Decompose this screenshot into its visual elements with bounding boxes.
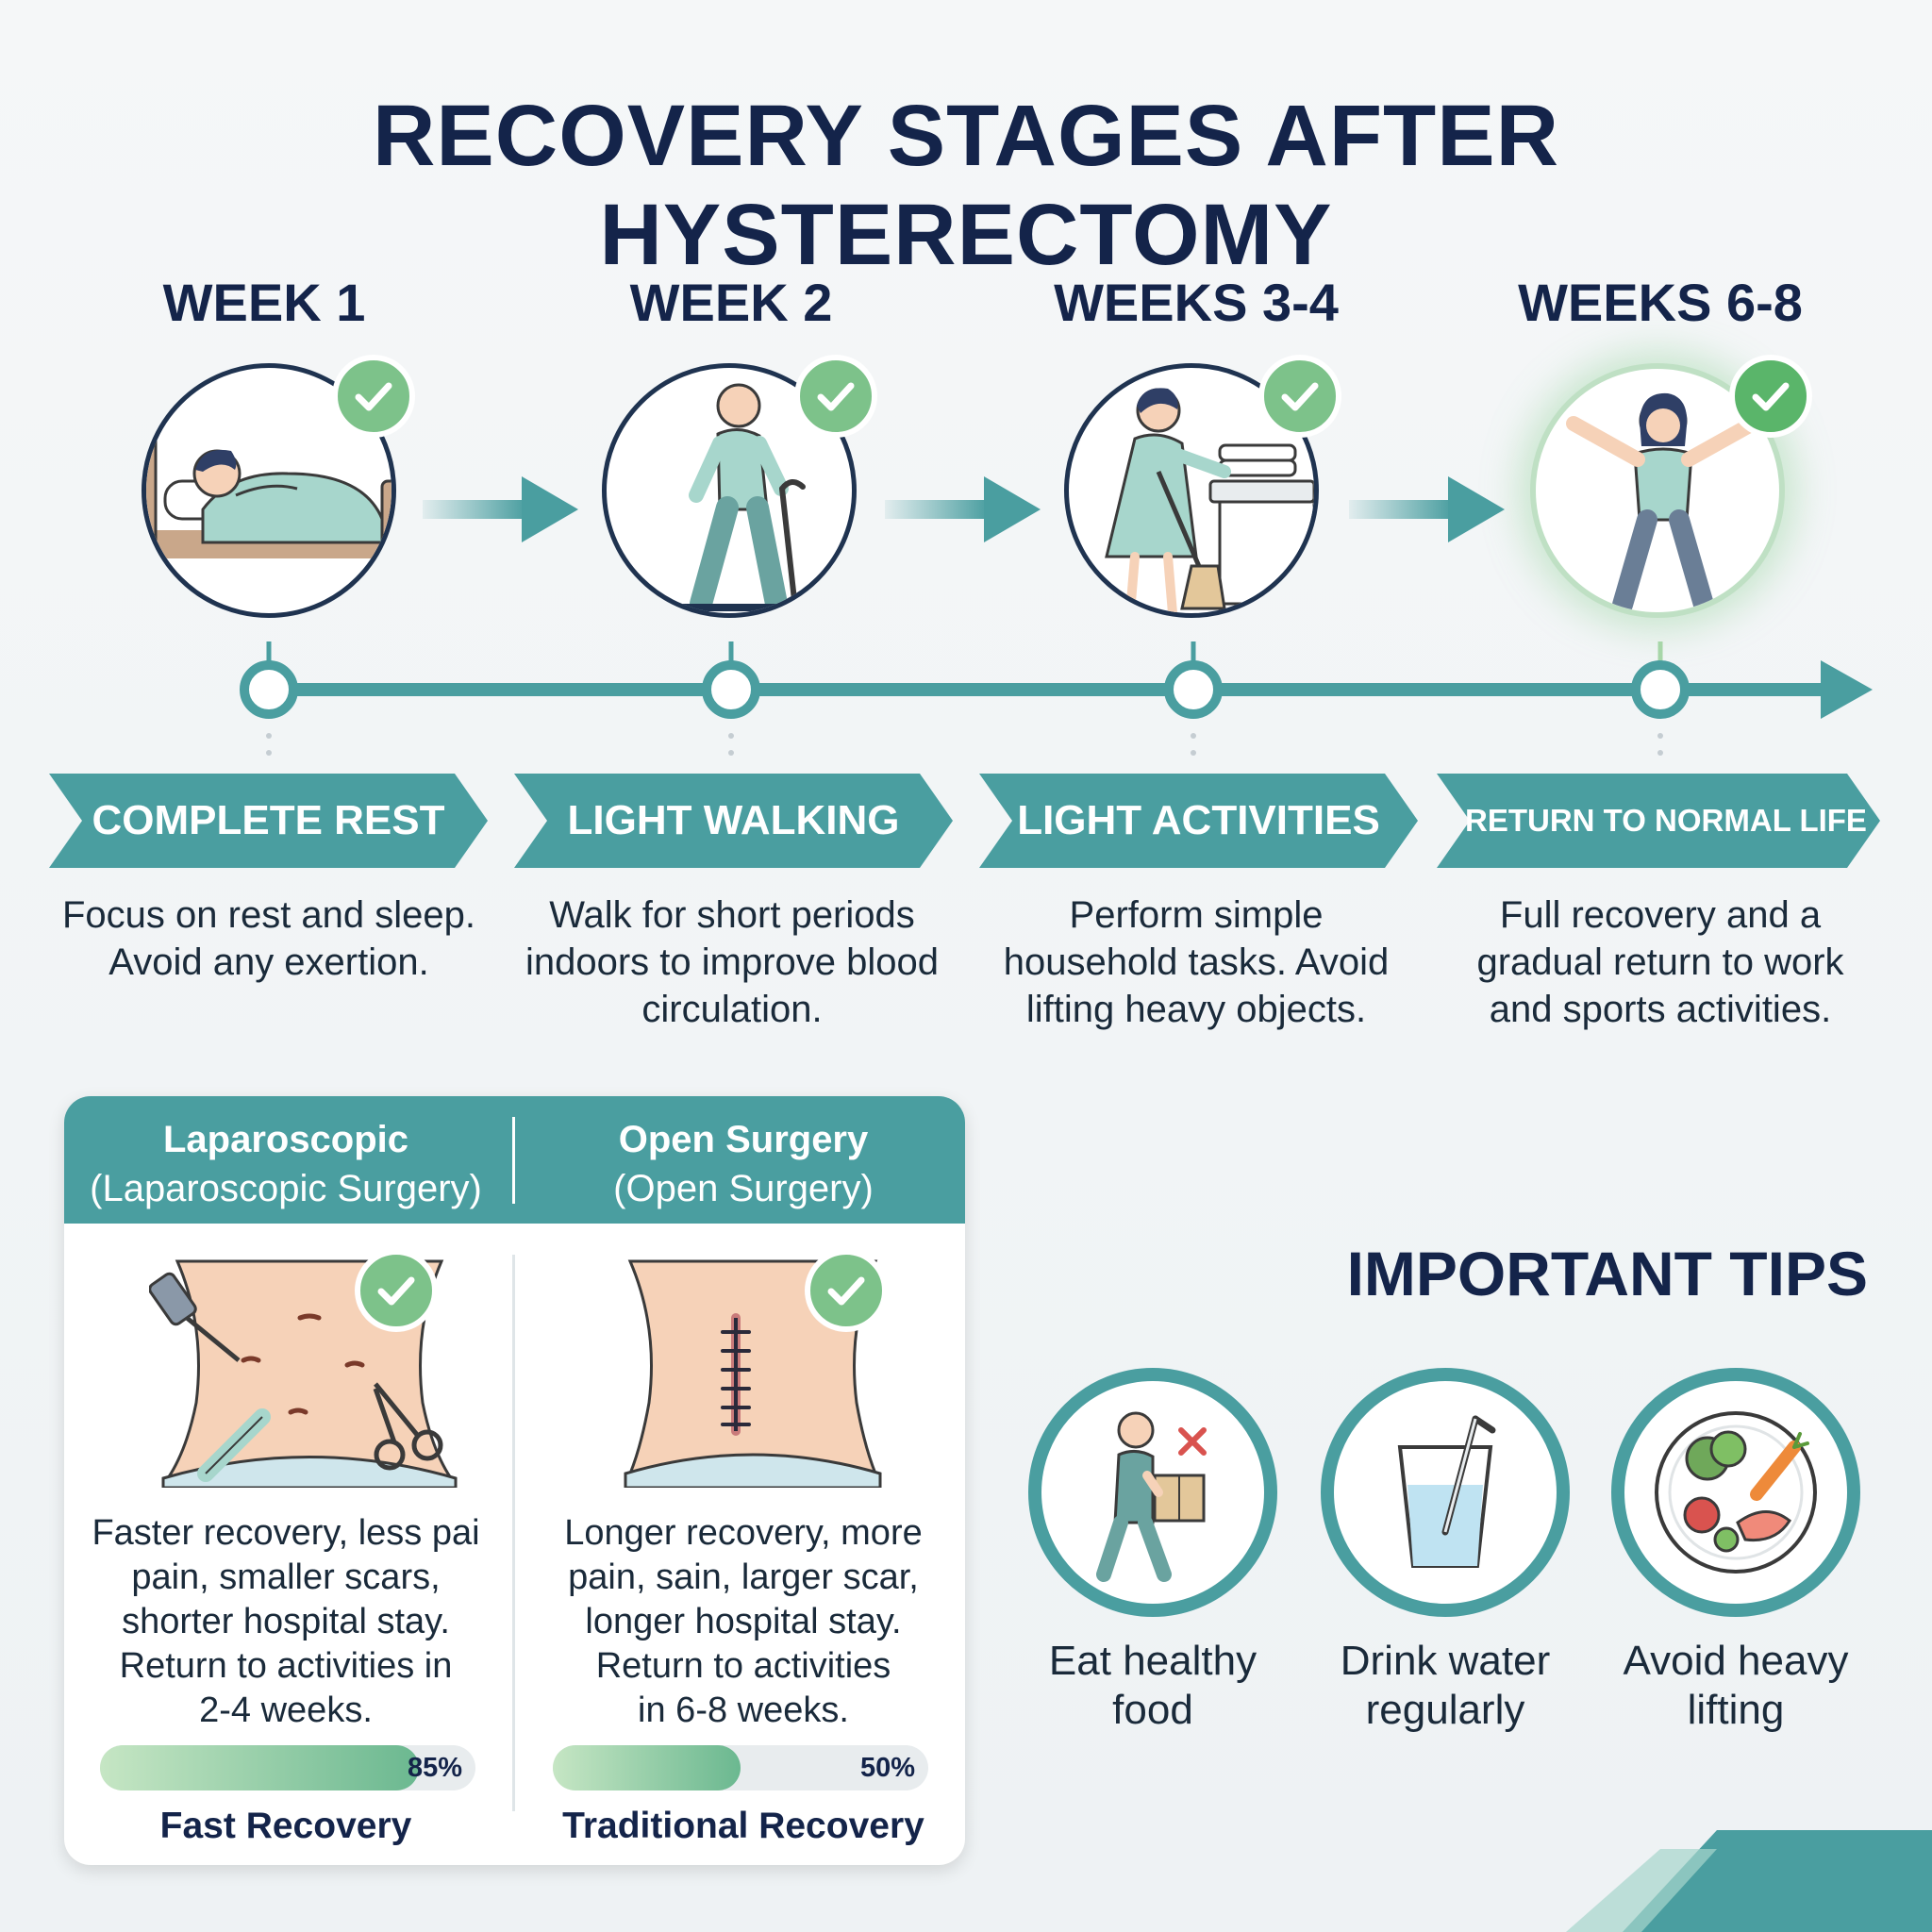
open-surgery-line: longer hospital stay. — [585, 1602, 902, 1641]
comparison-header: Laparoscopic (Laparoscopic Surgery) Open… — [64, 1096, 965, 1224]
tip-label-2: Drink water regularly — [1304, 1637, 1587, 1735]
laparoscopic-caption: Fast Recovery — [159, 1806, 412, 1846]
stage-heading-weeks-6-8: WEEKS 6-8 — [1518, 273, 1803, 332]
laparoscopic-line: 2-4 weeks. — [199, 1690, 373, 1730]
laparoscopic-check-icon — [355, 1249, 438, 1332]
stage-description-weeks-3-4: Perform simple household tasks. Avoid li… — [1003, 894, 1390, 1030]
celebrating-person-icon — [1566, 392, 1760, 612]
stage-heading-week-1: WEEK 1 — [162, 273, 366, 332]
healthy-plate-icon — [1655, 1411, 1817, 1574]
open-surgery-progress-bar: 50% — [553, 1745, 928, 1790]
timeline — [240, 641, 1873, 756]
household-chores-icon — [1105, 388, 1314, 613]
stage-description-week-1: Focus on rest and sleep. Avoid any exert… — [61, 894, 476, 983]
page-title: RECOVERY STAGES AFTER HYSTERECTOMY — [372, 88, 1560, 283]
laparoscopic-line: pain, smaller scars, — [131, 1557, 441, 1597]
open-surgery-check-icon — [805, 1249, 888, 1332]
open-surgery-subtitle: (Open Surgery) — [613, 1168, 874, 1209]
open-surgery-progress-fill — [553, 1745, 741, 1790]
stage-banner-label: LIGHT ACTIVITIES — [1017, 797, 1380, 843]
tip-label-line: Avoid heavy — [1623, 1638, 1849, 1684]
open-surgery-line: Longer recovery, more — [564, 1513, 923, 1553]
tip-label-line: lifting — [1687, 1687, 1785, 1733]
decorative-corner-shape — [1566, 1830, 1932, 1932]
tip-circle-2 — [1321, 1368, 1570, 1617]
stage-banner-light-activities: LIGHT ACTIVITIES — [979, 774, 1418, 868]
column-divider — [512, 1255, 515, 1811]
stage-banner-light-walking: LIGHT WALKING — [514, 774, 953, 868]
laparoscopic-description: Faster recovery, less pai pain, smaller … — [64, 1511, 508, 1733]
tip-label-line: regularly — [1365, 1687, 1525, 1733]
tip-label-3: Avoid heavy lifting — [1594, 1637, 1877, 1735]
header-divider — [512, 1117, 515, 1204]
open-surgery-line: Return to activities — [595, 1646, 891, 1686]
walking-cane-icon — [625, 383, 842, 613]
laparoscopic-column-title: Laparoscopic (Laparoscopic Surgery) — [64, 1115, 508, 1213]
stage-heading-weeks-3-4: WEEKS 3-4 — [1054, 273, 1339, 332]
stage-banner-label: LIGHT WALKING — [567, 797, 900, 843]
stage-arrow-1-icon — [423, 476, 578, 542]
open-surgery-description: Longer recovery, more pain, sain, larger… — [522, 1511, 965, 1733]
water-glass-icon — [1397, 1415, 1496, 1568]
stage-1-check-icon — [332, 355, 415, 438]
tips-title: IMPORTANT TIPS — [1346, 1239, 1868, 1308]
stage-banner-return-to-normal-life: RETURN TO NORMAL LIFE — [1437, 774, 1880, 868]
open-surgery-caption: Traditional Recovery — [562, 1806, 924, 1846]
stage-description-weeks-6-8: Full recovery and a gradual return to wo… — [1476, 894, 1844, 1030]
tip-label-line: Eat healthy — [1048, 1638, 1257, 1684]
stage-arrow-2-icon — [885, 476, 1041, 542]
laparoscopic-line: Return to activities in — [119, 1646, 453, 1686]
tip-circle-1 — [1028, 1368, 1277, 1617]
laparoscopic-subtitle: (Laparoscopic Surgery) — [90, 1168, 482, 1209]
stage-illustration-weeks-6-8 — [1530, 363, 1785, 618]
stage-banner-label: RETURN TO NORMAL LIFE — [1465, 803, 1867, 838]
stage-banner-complete-rest: COMPLETE REST — [49, 774, 488, 868]
stage-4-check-icon — [1729, 355, 1812, 438]
lifting-box-icon — [1096, 1411, 1207, 1582]
stage-heading-week-2: WEEK 2 — [629, 273, 833, 332]
laparoscopic-line: shorter hospital stay. — [122, 1602, 450, 1641]
open-surgery-line: in 6-8 weeks. — [638, 1690, 849, 1730]
stage-arrow-3-icon — [1349, 476, 1505, 542]
bed-rest-icon — [146, 423, 391, 587]
open-surgery-progress-label: 50% — [859, 1753, 915, 1783]
tip-label-line: food — [1112, 1687, 1193, 1733]
surgery-comparison-card: Laparoscopic (Laparoscopic Surgery) Open… — [64, 1096, 965, 1865]
tip-label-1: Eat healthy food — [1011, 1637, 1294, 1735]
open-surgery-title: Open Surgery — [618, 1119, 869, 1160]
laparoscopic-progress-label: 85% — [407, 1753, 462, 1783]
laparoscopic-line: Faster recovery, less pai — [92, 1513, 480, 1553]
stage-banner-label: COMPLETE REST — [92, 797, 445, 843]
laparoscopic-abdomen-icon — [149, 1259, 458, 1488]
stage-2-check-icon — [794, 355, 877, 438]
open-surgery-column-title: Open Surgery (Open Surgery) — [522, 1115, 965, 1213]
laparoscopic-progress-fill — [100, 1745, 420, 1790]
open-surgery-line: pain, sain, larger scar, — [568, 1557, 919, 1597]
laparoscopic-progress-bar: 85% — [100, 1745, 475, 1790]
stage-3-check-icon — [1258, 355, 1341, 438]
tip-label-line: Drink water — [1340, 1638, 1551, 1684]
tip-circle-3 — [1611, 1368, 1860, 1617]
laparoscopic-title: Laparoscopic — [162, 1119, 409, 1160]
stage-description-week-2: Walk for short periods indoors to improv… — [525, 894, 940, 1030]
stage-illustration-week-2 — [602, 363, 857, 618]
